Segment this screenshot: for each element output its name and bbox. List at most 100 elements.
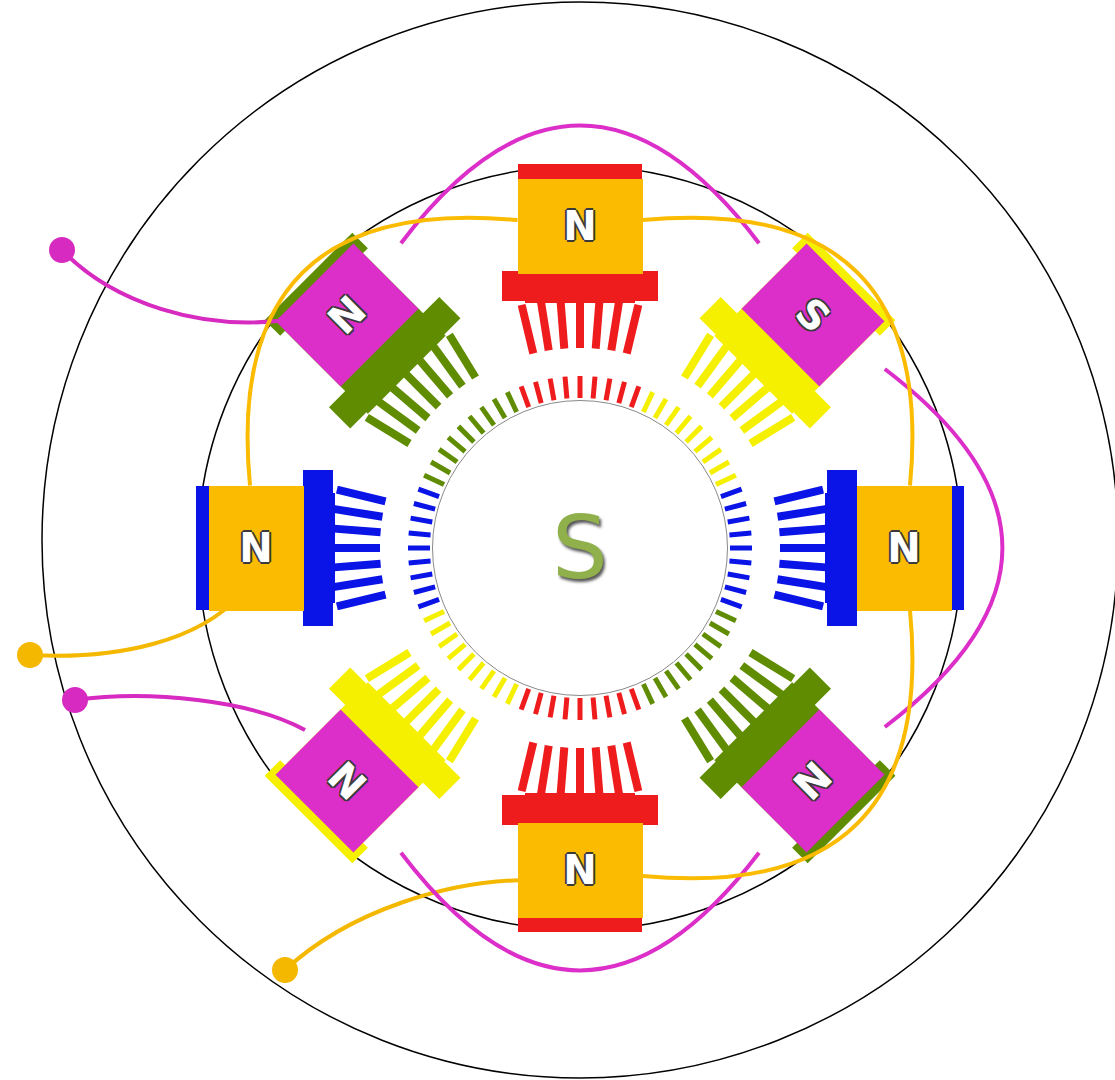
pole-tooth	[774, 486, 824, 505]
rotor-tooth	[578, 376, 583, 398]
rotor-tooth	[438, 632, 459, 649]
pole-tooth	[537, 745, 553, 796]
pole-tooth	[777, 575, 828, 591]
rotor-tooth	[591, 376, 598, 398]
rotor-tooth	[410, 516, 433, 525]
pole-tooth	[332, 505, 383, 521]
pole-polarity: N	[563, 206, 596, 246]
rotor-tooth	[468, 661, 486, 681]
stator-pole	[253, 630, 498, 875]
rotor-tooth	[675, 661, 693, 681]
rotor-tooth	[730, 546, 752, 551]
rotor-tooth	[563, 376, 570, 398]
pole-tooth	[518, 742, 537, 792]
rotor-tooth	[693, 436, 713, 454]
rotor-tooth	[533, 692, 544, 715]
rotor-tooth	[410, 572, 433, 581]
rotor-tooth	[664, 669, 681, 690]
pole-tooth	[518, 304, 537, 354]
rotor-tooth	[418, 487, 440, 499]
rotor-tooth	[724, 584, 747, 595]
rotor-tooth	[720, 487, 742, 499]
rotor-polarity: S	[552, 504, 608, 592]
rotor-tooth	[724, 501, 747, 512]
stator-pole	[774, 470, 964, 626]
pole-polarity: N	[239, 528, 272, 568]
pole-tooth	[607, 745, 623, 796]
rotor-tooth	[423, 473, 445, 487]
rotor-tooth	[418, 597, 440, 609]
pole-tooth	[748, 414, 795, 447]
rotor-tooth	[413, 501, 436, 512]
rotor-tooth	[729, 559, 751, 566]
rotor-tooth	[709, 460, 731, 475]
stator-poles	[196, 164, 964, 932]
rotor-tooth	[479, 669, 496, 690]
rotor-tooth	[684, 652, 703, 671]
pole-tooth	[780, 544, 830, 552]
rotor-tooth	[423, 609, 445, 623]
pole-tooth	[592, 298, 604, 348]
coil-box: N	[857, 486, 952, 611]
rotor-tooth	[709, 621, 731, 636]
pole-tooth	[336, 486, 386, 505]
rotor-tooth	[701, 632, 722, 649]
rotor-tooth	[641, 391, 655, 413]
pole-tooth	[774, 591, 824, 610]
rotor-tooth	[430, 621, 452, 636]
terminal-dot	[62, 687, 88, 713]
pole-tooth	[607, 300, 623, 351]
pole-tooth	[336, 591, 386, 610]
rotor-tooth	[479, 406, 496, 427]
rotor-tooth	[653, 398, 668, 420]
rotor-tooth	[413, 584, 436, 595]
rotor-tooth	[693, 643, 713, 661]
pole-tooth	[365, 649, 412, 682]
outer-housing	[42, 2, 1115, 1078]
pole-polarity: S	[789, 290, 838, 339]
rotor-tooth	[438, 447, 459, 464]
rotor-tooth	[492, 677, 507, 699]
rotor-teeth	[408, 376, 752, 720]
coil-box-diagonal: N	[275, 710, 418, 853]
rotor-tooth	[533, 381, 544, 404]
stator-pole	[196, 470, 386, 626]
pole-tooth	[330, 524, 380, 536]
stator-pole	[662, 630, 907, 875]
coil-box: N	[209, 486, 304, 611]
rotor-tooth	[457, 425, 476, 444]
pole-tooth	[330, 544, 380, 552]
rotor-tooth	[408, 546, 430, 551]
stator-pole	[662, 221, 907, 466]
rotor: S	[432, 400, 728, 696]
rotor-tooth	[701, 447, 722, 464]
pole-polarity: N	[321, 755, 373, 807]
coil-box: N	[518, 823, 643, 918]
pole-tooth	[446, 333, 479, 380]
stator-bore	[198, 166, 962, 930]
pole-tooth	[556, 298, 568, 348]
stator-pole	[502, 164, 658, 354]
rotor-tooth	[727, 572, 750, 581]
rotor-tooth	[548, 695, 557, 718]
rotor-tooth	[408, 559, 430, 566]
rotor-tooth	[505, 391, 519, 413]
pole-shoe	[502, 795, 658, 825]
rotor-tooth	[563, 697, 570, 719]
rotor-tooth	[715, 609, 737, 623]
rotor-tooth	[591, 697, 598, 719]
rotor-tooth	[720, 597, 742, 609]
rotor-tooth	[727, 516, 750, 525]
coil-box-diagonal: N	[275, 243, 418, 386]
coil-box-diagonal: N	[742, 710, 885, 853]
stator-pole	[253, 221, 498, 466]
pole-tooth	[779, 524, 829, 536]
rotor-tooth	[604, 378, 613, 401]
pole-tooth	[332, 575, 383, 591]
stator-pole	[502, 742, 658, 932]
pole-polarity: N	[321, 289, 373, 341]
rotor-tooth	[629, 386, 641, 408]
rotor-tooth	[548, 378, 557, 401]
rotor-tooth	[492, 398, 507, 420]
